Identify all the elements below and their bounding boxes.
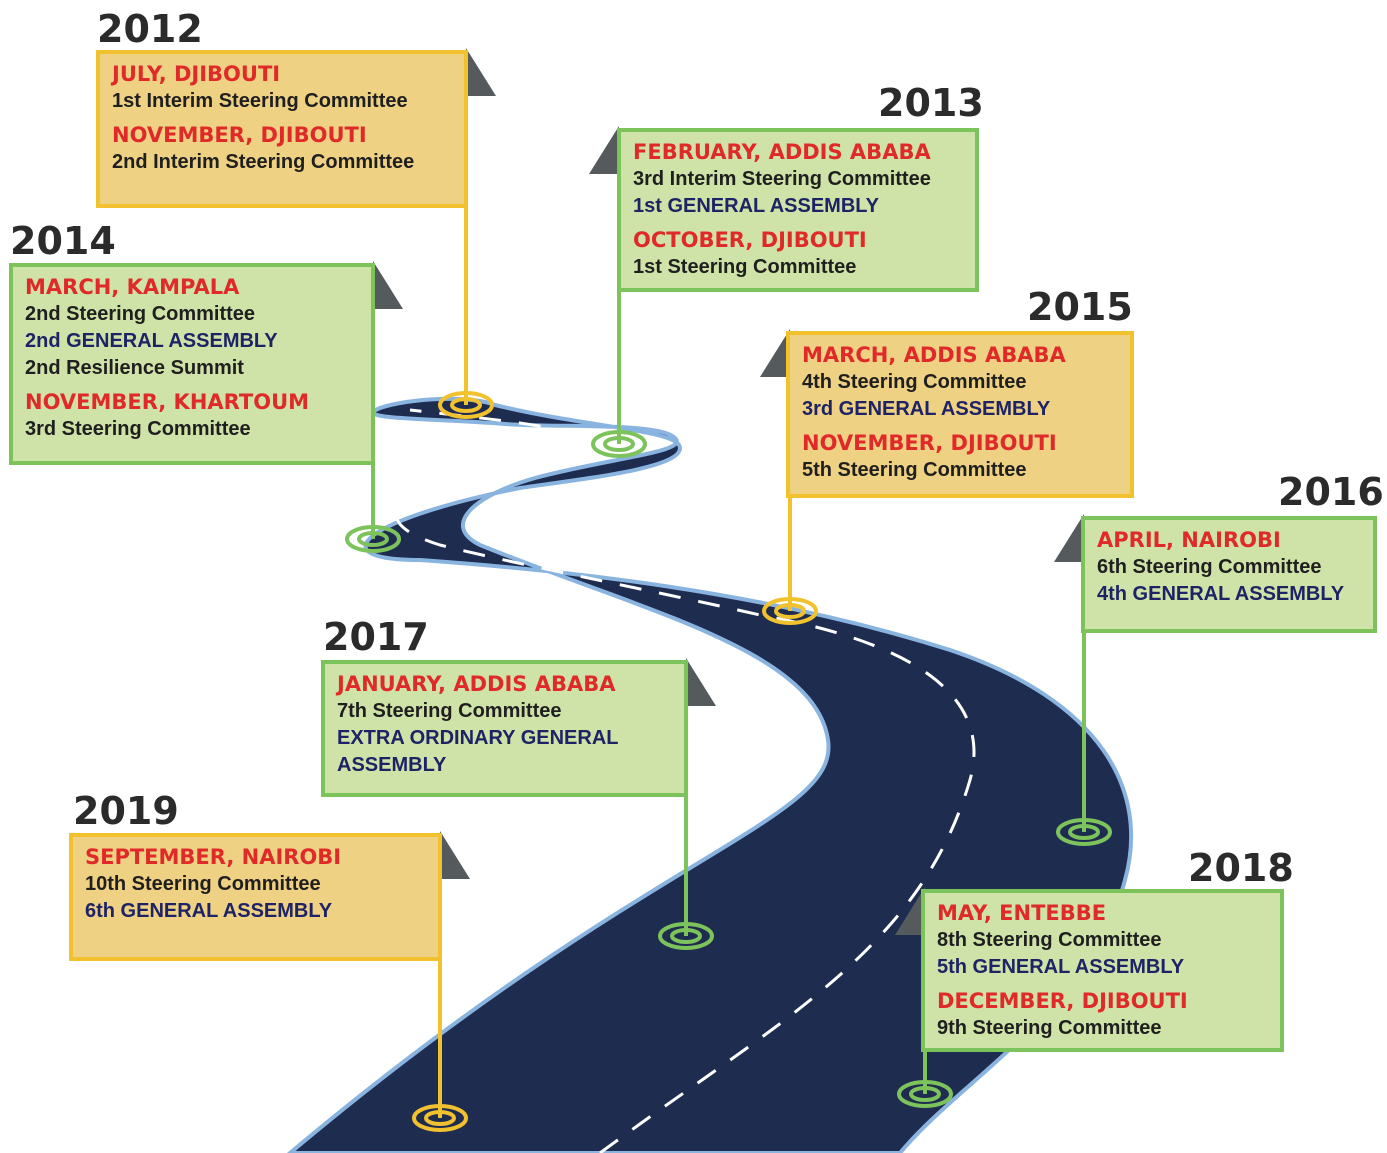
event-line: 5th Steering Committee — [802, 459, 1027, 481]
event-line: 3rd Steering Committee — [25, 418, 251, 440]
year-label: 2013 — [878, 81, 984, 125]
pole-base-ring-inner — [909, 1086, 941, 1102]
event-line: 2nd GENERAL ASSEMBLY — [25, 330, 278, 352]
event-location: MARCH, KAMPALA — [25, 275, 240, 299]
event-location: NOVEMBER, KHARTOUM — [25, 390, 310, 414]
event-entry: NOVEMBER, DJIBOUTI 5th Steering Committee — [802, 429, 1118, 484]
event-line: 5th GENERAL ASSEMBLY — [937, 956, 1185, 978]
event-entry: MARCH, KAMPALA 2nd Steering Committee 2nd … — [25, 273, 359, 382]
pole-base-ring — [345, 525, 401, 553]
pennant-icon — [686, 658, 716, 706]
event-entry: JANUARY, ADDIS ABABA 7th Steering Committ… — [337, 670, 672, 779]
milestone-flag-2019: SEPTEMBER, NAIROBI 10th Steering Committe… — [69, 833, 442, 961]
milestone-flag-2014: MARCH, KAMPALA 2nd Steering Committee 2nd … — [9, 263, 375, 465]
event-entry: NOVEMBER, KHARTOUM 3rd Steering Committee — [25, 388, 359, 443]
event-line: 1st Interim Steering Committee — [112, 90, 408, 112]
pennant-icon — [440, 831, 470, 879]
event-line: 1st GENERAL ASSEMBLY — [633, 195, 879, 217]
event-entry: DECEMBER, DJIBOUTI 9th Steering Committee — [937, 987, 1268, 1042]
event-location: MARCH, ADDIS ABABA — [802, 343, 1066, 367]
pole-base-ring-inner — [450, 397, 482, 413]
event-entry: NOVEMBER, DJIBOUTI 2nd Interim Steering C… — [112, 121, 452, 176]
pennant-icon — [1054, 514, 1084, 562]
event-location: DECEMBER, DJIBOUTI — [937, 989, 1188, 1013]
event-entry: FEBRUARY, ADDIS ABABA 3rd Interim Steerin… — [633, 138, 963, 220]
pennant-icon — [895, 887, 925, 935]
event-entry: OCTOBER, DJIBOUTI 1st Steering Committee — [633, 226, 963, 281]
year-label: 2019 — [73, 789, 179, 833]
pole-base-ring — [762, 597, 818, 625]
pole-base-ring-inner — [424, 1110, 456, 1126]
event-line: 7th Steering Committee — [337, 700, 562, 722]
event-location: NOVEMBER, DJIBOUTI — [802, 431, 1057, 455]
event-line: 10th Steering Committee — [85, 873, 321, 895]
pole-base-ring-inner — [357, 531, 389, 547]
milestone-flag-2016: APRIL, NAIROBI 6th Steering Committee 4th … — [1081, 516, 1377, 633]
pennant-icon — [373, 261, 403, 309]
event-location: JULY, DJIBOUTI — [112, 62, 281, 86]
year-label: 2016 — [1278, 470, 1384, 514]
event-line: EXTRA ORDINARY GENERAL — [337, 727, 619, 749]
milestone-flag-2013: FEBRUARY, ADDIS ABABA 3rd Interim Steerin… — [617, 128, 979, 292]
event-location: MAY, ENTEBBE — [937, 901, 1107, 925]
pole-base-ring-inner — [1068, 824, 1100, 840]
event-line: ASSEMBLY — [337, 754, 447, 776]
event-entry: MAY, ENTEBBE 8th Steering Committee 5th GE… — [937, 899, 1268, 981]
event-entry: JULY, DJIBOUTI 1st Interim Steering Commi… — [112, 60, 452, 115]
event-location: NOVEMBER, DJIBOUTI — [112, 123, 367, 147]
event-line: 6th GENERAL ASSEMBLY — [85, 900, 333, 922]
event-line: 9th Steering Committee — [937, 1017, 1162, 1039]
event-entry: SEPTEMBER, NAIROBI 10th Steering Committe… — [85, 843, 426, 925]
year-label: 2012 — [97, 7, 203, 51]
event-line: 2nd Resilience Summit — [25, 357, 244, 379]
event-location: SEPTEMBER, NAIROBI — [85, 845, 342, 869]
pole-base-ring-inner — [603, 436, 635, 452]
milestone-flag-2015: MARCH, ADDIS ABABA 4th Steering Committee… — [786, 331, 1134, 498]
event-location: JANUARY, ADDIS ABABA — [337, 672, 616, 696]
event-line: 6th Steering Committee — [1097, 556, 1322, 578]
pole-base-ring — [412, 1104, 468, 1132]
milestone-flag-2017: JANUARY, ADDIS ABABA 7th Steering Committ… — [321, 660, 688, 797]
event-line: 4th GENERAL ASSEMBLY — [1097, 583, 1345, 605]
year-label: 2015 — [1027, 285, 1133, 329]
milestone-flag-2012: JULY, DJIBOUTI 1st Interim Steering Commi… — [96, 50, 468, 208]
year-label: 2014 — [10, 219, 116, 263]
event-entry: APRIL, NAIROBI 6th Steering Committee 4th … — [1097, 526, 1361, 608]
year-label: 2018 — [1188, 846, 1294, 890]
milestone-flag-2018: MAY, ENTEBBE 8th Steering Committee 5th GE… — [921, 889, 1284, 1052]
event-entry: MARCH, ADDIS ABABA 4th Steering Committee… — [802, 341, 1118, 423]
event-line: 1st Steering Committee — [633, 256, 857, 278]
pole-base-ring — [438, 391, 494, 419]
event-line: 3rd GENERAL ASSEMBLY — [802, 398, 1051, 420]
event-location: OCTOBER, DJIBOUTI — [633, 228, 867, 252]
event-line: 8th Steering Committee — [937, 929, 1162, 951]
event-line: 4th Steering Committee — [802, 371, 1027, 393]
event-location: APRIL, NAIROBI — [1097, 528, 1281, 552]
year-label: 2017 — [323, 615, 429, 659]
pole-base-ring-inner — [774, 603, 806, 619]
pole-base-ring — [897, 1080, 953, 1108]
event-line: 2nd Steering Committee — [25, 303, 256, 325]
pennant-icon — [466, 48, 496, 96]
pole-base-ring — [1056, 818, 1112, 846]
pole-base-rings — [345, 391, 1112, 1132]
pole-base-ring-inner — [670, 928, 702, 944]
event-line: 2nd Interim Steering Committee — [112, 151, 415, 173]
event-location: FEBRUARY, ADDIS ABABA — [633, 140, 931, 164]
pennant-icon — [589, 126, 619, 174]
pennant-icon — [760, 329, 790, 377]
flag-pennants — [373, 48, 1084, 935]
pole-base-ring — [658, 922, 714, 950]
pole-base-ring — [591, 430, 647, 458]
event-line: 3rd Interim Steering Committee — [633, 168, 931, 190]
road-center-line — [394, 408, 976, 1153]
